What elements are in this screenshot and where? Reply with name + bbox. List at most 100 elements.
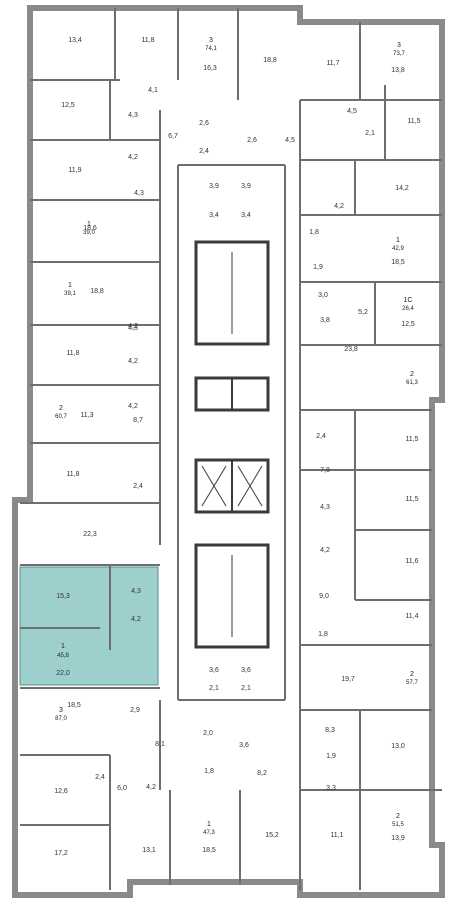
interior-walls bbox=[20, 8, 442, 890]
room-area-label: 2,1 bbox=[209, 685, 219, 692]
highlighted-room-area: 4,2 bbox=[131, 616, 141, 623]
unit-total-area: 51,5 bbox=[392, 822, 404, 828]
room-area-label: 14,2 bbox=[395, 185, 409, 192]
highlighted-room-area: 15,3 bbox=[56, 593, 70, 600]
room-area-label: 13,0 bbox=[391, 743, 405, 750]
highlighted-unit-total-area: 45,8 bbox=[57, 653, 69, 659]
room-area-label: 11,5 bbox=[405, 436, 418, 443]
room-area-label: 18,5 bbox=[202, 847, 216, 854]
room-area-label: 3,4 bbox=[209, 212, 219, 219]
unit-room-count: 3 bbox=[397, 42, 401, 49]
unit-total-area: 74,1 bbox=[205, 46, 217, 52]
highlighted-unit[interactable] bbox=[19, 566, 159, 686]
highlighted-unit-room-count: 1 bbox=[61, 643, 65, 650]
unit-room-count: 2 bbox=[410, 671, 414, 678]
room-area-label: 1,8 bbox=[318, 631, 328, 638]
unit-total-area: 87,0 bbox=[55, 716, 67, 722]
room-area-label: 8,2 bbox=[257, 770, 267, 777]
room-area-label: 4,2 bbox=[128, 403, 138, 410]
room-area-label: 16,3 bbox=[203, 65, 217, 72]
room-area-label: 4,1 bbox=[148, 87, 158, 94]
room-area-label: 3,8 bbox=[320, 317, 330, 324]
room-area-label: 1,8 bbox=[309, 229, 319, 236]
room-area-label: 18,5 bbox=[67, 702, 81, 709]
room-area-label: 2,4 bbox=[316, 433, 326, 440]
lift-core-lower bbox=[194, 458, 270, 514]
stair-core-upper bbox=[194, 240, 270, 346]
room-area-label: 3,9 bbox=[241, 183, 251, 190]
room-area-label: 3,0 bbox=[318, 292, 328, 299]
room-area-label: 4,3 bbox=[320, 504, 330, 511]
unit-total-area: 26,4 bbox=[402, 306, 414, 312]
room-area-label: 17,2 bbox=[54, 850, 68, 857]
unit-total-area: 57,7 bbox=[406, 680, 418, 686]
highlighted-unit-labels: 15,3 4,3 4,2 22,0 1 45,8 bbox=[56, 588, 141, 677]
room-area-label: 12,6 bbox=[54, 788, 68, 795]
room-area-label: 8,1 bbox=[155, 741, 165, 748]
room-area-label: 1,8 bbox=[204, 768, 214, 775]
room-area-label: 12,5 bbox=[401, 321, 415, 328]
building-outline bbox=[12, 5, 445, 898]
unit-total-area: 61,3 bbox=[406, 380, 418, 386]
room-area-label: 23,8 bbox=[344, 346, 358, 353]
room-area-label: 4,3 bbox=[128, 112, 138, 119]
room-area-label: 1,9 bbox=[313, 264, 323, 271]
unit-total-area: 39,0 bbox=[83, 230, 95, 236]
room-area-label: 4,3 bbox=[128, 325, 138, 332]
unit-room-count: 1 bbox=[207, 821, 211, 828]
room-area-label: 3,6 bbox=[209, 667, 219, 674]
unit-room-count: 2 bbox=[396, 813, 400, 820]
room-area-label: 2,1 bbox=[241, 685, 251, 692]
unit-total-area: 39,1 bbox=[64, 291, 76, 297]
room-area-label: 1,9 bbox=[326, 753, 336, 760]
room-area-label: 11,4 bbox=[405, 613, 418, 620]
room-area-label: 11,5 bbox=[405, 496, 418, 503]
room-area-label: 4,2 bbox=[334, 203, 344, 210]
unit-room-count: 1 bbox=[396, 237, 400, 244]
room-area-label: 9,0 bbox=[319, 593, 329, 600]
room-area-label: 3,4 bbox=[241, 212, 251, 219]
room-area-label: 4,5 bbox=[285, 137, 295, 144]
room-area-label: 18,5 bbox=[391, 259, 405, 266]
room-area-label: 2,6 bbox=[247, 137, 257, 144]
unit-room-count: 1 bbox=[87, 221, 91, 228]
room-area-label: 11,6 bbox=[405, 558, 418, 565]
room-area-label: 11,7 bbox=[326, 60, 339, 67]
room-area-label: 4,2 bbox=[146, 784, 156, 791]
room-area-label: 2,9 bbox=[130, 707, 140, 714]
room-area-label: 11,8 bbox=[66, 471, 79, 478]
stair-core-lower bbox=[194, 543, 270, 649]
unit-total-area: 60,7 bbox=[55, 414, 67, 420]
highlighted-room-area: 22,0 bbox=[56, 670, 70, 677]
room-area-label: 18,8 bbox=[263, 57, 277, 64]
room-area-label: 4,2 bbox=[128, 358, 138, 365]
room-area-label: 4,2 bbox=[128, 154, 138, 161]
room-area-label: 2,4 bbox=[199, 148, 209, 155]
highlighted-unit-area[interactable] bbox=[19, 566, 159, 686]
unit-room-count: 2 bbox=[59, 405, 63, 412]
room-area-label: 11,1 bbox=[330, 832, 343, 839]
unit-total-area: 42,9 bbox=[392, 246, 404, 252]
room-area-label: 5,2 bbox=[358, 309, 368, 316]
highlighted-room-area: 4,3 bbox=[131, 588, 141, 595]
room-area-label: 13,9 bbox=[391, 835, 405, 842]
room-area-label: 19,7 bbox=[341, 676, 355, 683]
room-area-label: 2,1 bbox=[365, 130, 375, 137]
room-area-label: 6,0 bbox=[117, 785, 127, 792]
unit-room-count: 1 bbox=[68, 282, 72, 289]
room-area-label: 18,8 bbox=[90, 288, 104, 295]
unit-room-count: 2 bbox=[410, 371, 414, 378]
room-area-label: 6,7 bbox=[168, 133, 178, 140]
room-area-label: 12,5 bbox=[61, 102, 75, 109]
room-area-label: 15,2 bbox=[265, 832, 279, 839]
room-area-label: 18,6 bbox=[83, 225, 97, 232]
room-area-label: 4,5 bbox=[347, 108, 357, 115]
room-area-label: 8,7 bbox=[133, 417, 143, 424]
room-area-label: 2,6 bbox=[199, 120, 209, 127]
room-area-label: 3,9 bbox=[209, 183, 219, 190]
room-area-label: 4,2 bbox=[128, 323, 138, 330]
room-area-label: 13,1 bbox=[142, 847, 156, 854]
